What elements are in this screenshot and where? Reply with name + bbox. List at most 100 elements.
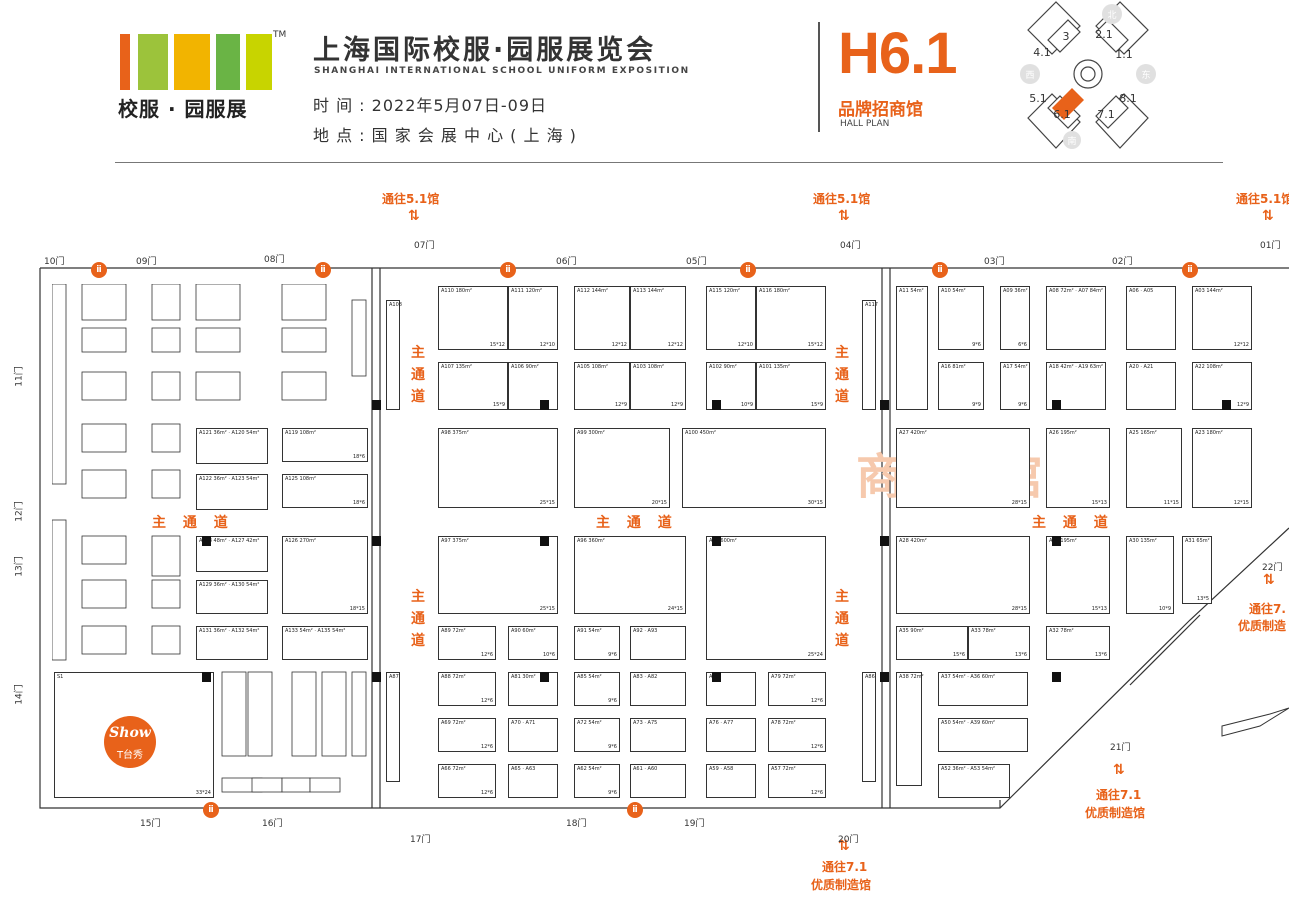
booth[interactable]: A50 54m² · A39 60m²: [938, 718, 1028, 752]
gate-12: 12门: [14, 501, 25, 522]
booth[interactable]: A20 · A21: [1126, 362, 1176, 410]
booth[interactable]: A87: [386, 672, 400, 782]
link-to-5-1-right[interactable]: 通往5.1馆: [1236, 192, 1289, 206]
booth[interactable]: A08 72m² · A07 84m²: [1046, 286, 1106, 350]
booth[interactable]: A128 48m² · A127 42m²: [196, 536, 268, 572]
link-to-5-1-left[interactable]: 通往5.1馆: [382, 192, 440, 206]
booth[interactable]: A38 72m²: [896, 672, 924, 786]
booth[interactable]: A11 54m²: [896, 286, 928, 410]
link-to-7-1-south-1[interactable]: 通往7.1: [822, 860, 868, 874]
booth[interactable]: A122 36m² · A123 54m²: [196, 474, 268, 510]
locator-hall-2-1: 2.1: [1095, 28, 1113, 41]
link-to-5-1-center[interactable]: 通往5.1馆: [813, 192, 871, 206]
restroom-icon: ⅱ: [203, 802, 219, 818]
booth[interactable]: A37 54m² · A36 60m²: [938, 672, 1028, 706]
booth[interactable]: A73 · A75: [630, 718, 686, 752]
logo-subtitle: 校服 · 园服展: [118, 97, 248, 121]
link-to-7-1-se-2[interactable]: 优质制造馆: [1085, 806, 1146, 820]
two-way-arrow-icon: ⇅: [1263, 572, 1275, 588]
link-to-7-1-south-2[interactable]: 优质制造馆: [811, 878, 872, 892]
link-to-7-1-east-1[interactable]: 通往7.: [1249, 602, 1286, 616]
booth[interactable]: A76 · A77: [706, 718, 756, 752]
page-title-en: SHANGHAI INTERNATIONAL SCHOOL UNIFORM EX…: [314, 66, 690, 76]
hall-code: H6.1: [838, 21, 958, 86]
booth[interactable]: A86: [862, 672, 876, 782]
booth[interactable]: A108: [386, 300, 402, 410]
booth[interactable]: A131 36m² · A132 54m²: [196, 626, 268, 660]
booth-a106[interactable]: A106 90m²: [508, 362, 558, 410]
east-label: 东: [1141, 69, 1150, 81]
link-to-7-1-se-1[interactable]: 通往7.1: [1096, 788, 1142, 802]
booth[interactable]: A06 · A05: [1126, 286, 1176, 350]
restroom-icon: ⅱ: [627, 802, 643, 818]
booth[interactable]: A52 36m² · A53 54m²: [938, 764, 1010, 798]
link-to-7-1-east-2[interactable]: 优质制造: [1238, 619, 1287, 633]
booth[interactable]: A70 · A71: [508, 718, 558, 752]
booth[interactable]: A133 54m² · A135 54m²: [282, 626, 368, 660]
booth[interactable]: A83 · A82: [630, 672, 686, 706]
booth[interactable]: A65 · A63: [508, 764, 558, 798]
pillar: [540, 400, 549, 410]
booth[interactable]: A121 36m² · A120 54m²: [196, 428, 268, 464]
booth[interactable]: A81 30m²: [508, 672, 558, 706]
booth[interactable]: A59 · A58: [706, 764, 756, 798]
gate-10: 10门: [44, 257, 65, 267]
main-aisle-label: 主 通 道: [1032, 515, 1114, 531]
pillar: [1222, 400, 1231, 410]
page-title: 上海国际校服·园服展览会: [313, 35, 657, 66]
booth[interactable]: A92 · A93: [630, 626, 686, 660]
booth[interactable]: A117: [862, 300, 878, 410]
booth[interactable]: A61 · A60: [630, 764, 686, 798]
hall-name: 品牌招商馆: [838, 100, 923, 120]
booth[interactable]: A129 36m² · A130 54m²: [196, 580, 268, 614]
